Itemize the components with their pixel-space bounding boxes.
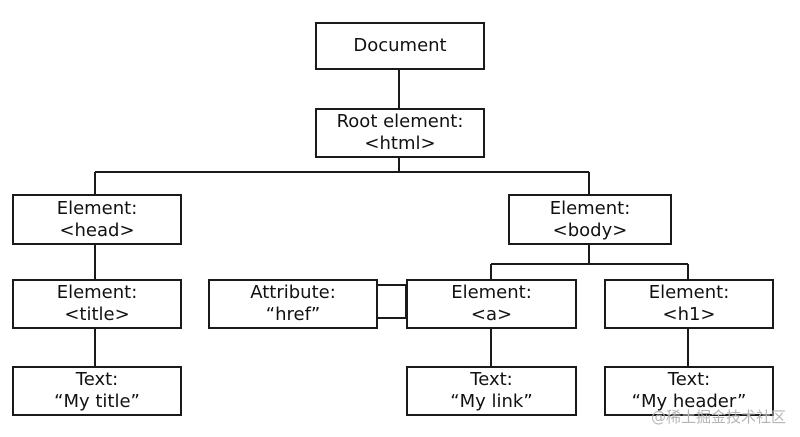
node-attribute-label: Attribute: — [250, 282, 336, 303]
node-element-title: Element: <title> — [12, 279, 182, 329]
node-h1-label: Element: — [648, 282, 730, 303]
node-a-label: Element: — [451, 282, 532, 303]
node-text-my-title: Text: “My title” — [12, 366, 182, 416]
node-link-text-value: “My link” — [450, 391, 533, 412]
watermark: @稀土掘金技术社区 — [650, 408, 786, 426]
node-title-label: Element: — [56, 282, 138, 303]
node-element-a: Element: <a> — [406, 279, 577, 329]
node-header-text-value: “My header” — [631, 391, 747, 412]
node-document: Document — [315, 22, 485, 70]
node-text-my-header: Text: “My header” — [604, 366, 774, 416]
node-title-text-label: Text: — [75, 369, 119, 390]
node-header-text-label: Text: — [667, 369, 711, 390]
node-root-label: Root element: — [336, 111, 464, 132]
node-document-label: Document — [353, 35, 447, 56]
node-element-h1: Element: <h1> — [604, 279, 774, 329]
node-element-head: Element: <head> — [12, 194, 182, 245]
node-body-tag: <body> — [552, 219, 628, 241]
node-attribute-value: “href” — [265, 304, 321, 325]
node-root-tag: <html> — [364, 133, 436, 154]
node-title-tag: <title> — [64, 304, 130, 325]
node-root-html: Root element: <html> — [315, 108, 485, 158]
node-text-my-link: Text: “My link” — [406, 366, 577, 416]
node-a-tag: <a> — [470, 304, 513, 325]
node-head-label: Element: — [56, 197, 138, 219]
node-body-label: Element: — [549, 197, 631, 219]
node-head-tag: <head> — [59, 219, 135, 241]
node-element-body: Element: <body> — [508, 194, 672, 245]
node-attribute-href: Attribute: “href” — [208, 279, 378, 329]
node-h1-tag: <h1> — [662, 304, 716, 325]
node-link-text-label: Text: — [470, 369, 513, 390]
node-title-text-value: “My title” — [54, 391, 140, 412]
